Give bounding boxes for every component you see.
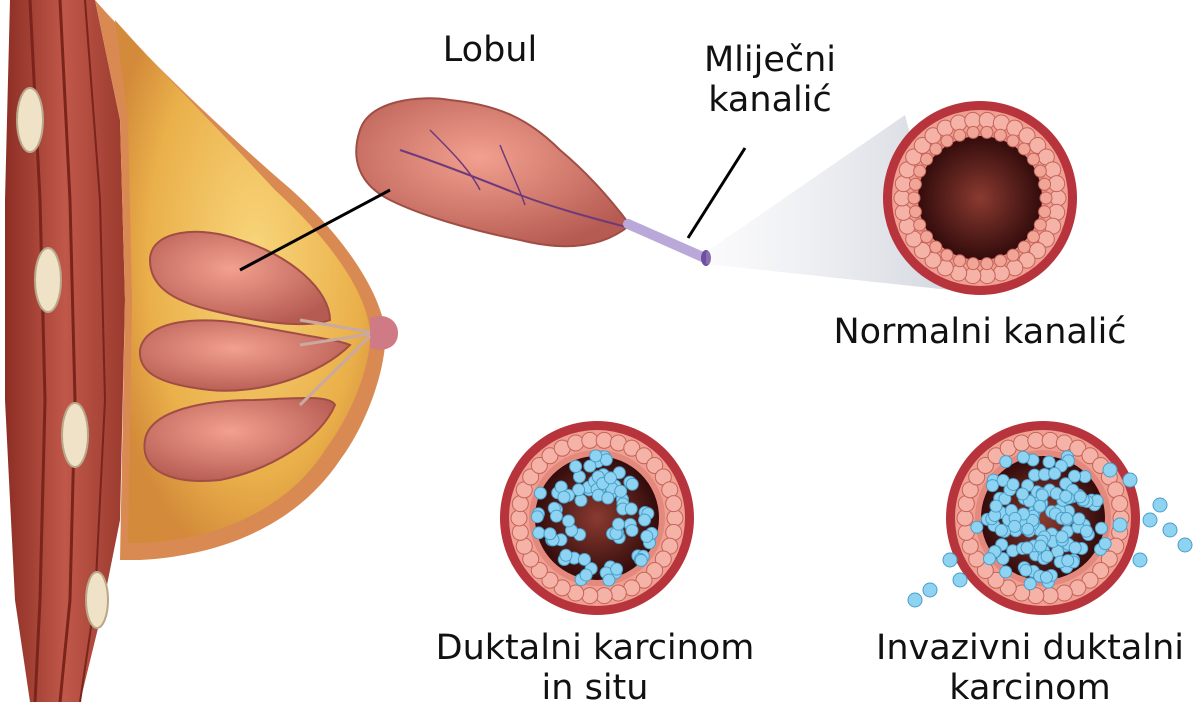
lobule-label: Lobul <box>400 30 580 70</box>
dcis-label-line2: in situ <box>415 668 775 708</box>
idc-cross-section <box>908 421 1192 615</box>
dcis-label-line1: Duktalni karcinom <box>415 628 775 668</box>
dcis-label: Duktalni karcinom in situ <box>415 628 775 708</box>
lobule-illustration <box>356 98 711 266</box>
chest-wall <box>5 0 125 702</box>
idc-label-line1: Invazivni duktalni <box>850 628 1204 668</box>
duct-pointer <box>688 148 745 238</box>
dcis-cross-section <box>500 421 694 615</box>
milk-duct-label: Mliječni kanalić <box>640 40 900 120</box>
milk-duct-label-line2: kanalić <box>640 80 900 120</box>
normal-duct-label: Normalni kanalić <box>800 312 1160 352</box>
idc-label: Invazivni duktalni karcinom <box>850 628 1204 708</box>
milk-duct-label-line1: Mliječni <box>640 40 900 80</box>
normal-duct-cross-section <box>883 101 1077 295</box>
idc-label-line2: karcinom <box>850 668 1204 708</box>
